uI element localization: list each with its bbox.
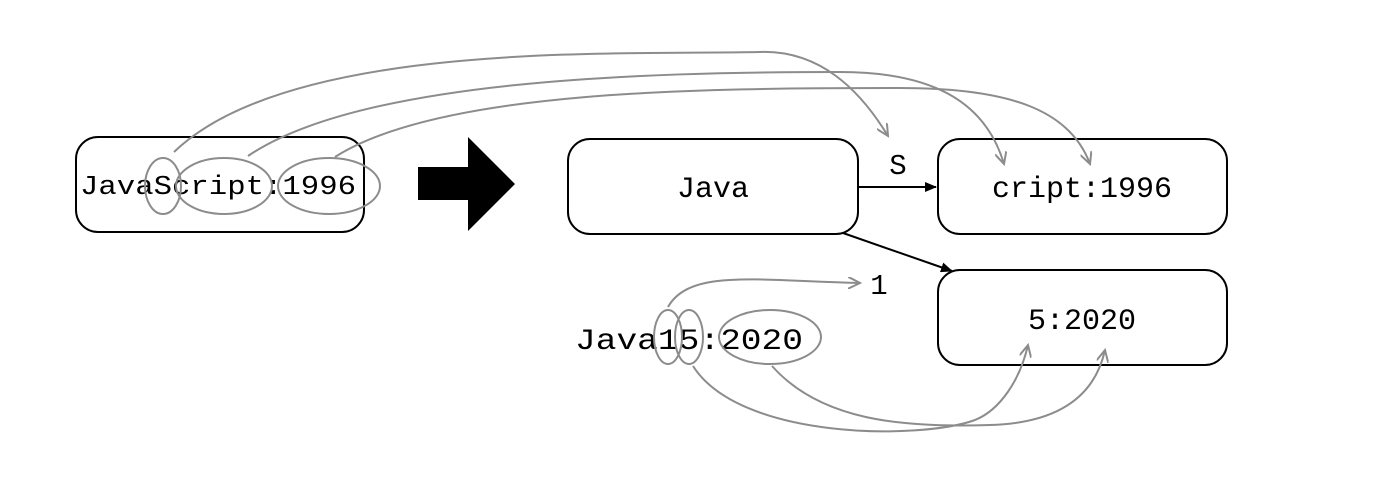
source-key-node: JavaScript:1996 bbox=[75, 136, 365, 233]
segment-ellipse-1996 bbox=[277, 157, 381, 215]
edge-root-to-bottom bbox=[842, 232, 953, 273]
source-key-text: JavaScript:1996 bbox=[80, 173, 356, 203]
root-node-label: Java bbox=[677, 173, 749, 207]
curve-2020-to-bottom-node bbox=[771, 350, 1105, 427]
inserted-ellipse-5 bbox=[674, 309, 704, 365]
curve-1-to-edge-label bbox=[667, 279, 860, 308]
inserted-key-text: Java15:2020 bbox=[575, 325, 803, 359]
child-node-top-label: cript:1996 bbox=[992, 173, 1172, 207]
child-node-bottom: 5:2020 bbox=[937, 269, 1228, 366]
segment-ellipse-s bbox=[144, 157, 182, 215]
curve-s-to-edge-label bbox=[173, 50, 888, 153]
child-node-bottom-label: 5:2020 bbox=[1028, 305, 1136, 339]
segment-ellipse-cript bbox=[175, 157, 273, 215]
mapping-curves-inserted bbox=[667, 279, 1105, 433]
source-segment-highlights bbox=[144, 157, 381, 215]
transform-arrow-icon bbox=[418, 137, 515, 231]
edge-label-top: S bbox=[889, 150, 906, 183]
inserted-ellipse-2020 bbox=[718, 309, 822, 365]
mapping-curves-source bbox=[173, 50, 1090, 164]
inserted-segment-highlights bbox=[653, 309, 822, 365]
curve-1996-to-top-node bbox=[334, 86, 1090, 164]
inserted-ellipse-1 bbox=[653, 309, 683, 365]
root-node: Java bbox=[567, 138, 859, 235]
edge-label-bottom: 1 bbox=[870, 270, 887, 303]
child-node-top: cript:1996 bbox=[937, 138, 1228, 235]
curve-5-to-bottom-node bbox=[692, 345, 1028, 433]
curve-cript-to-top-node bbox=[247, 70, 1004, 164]
